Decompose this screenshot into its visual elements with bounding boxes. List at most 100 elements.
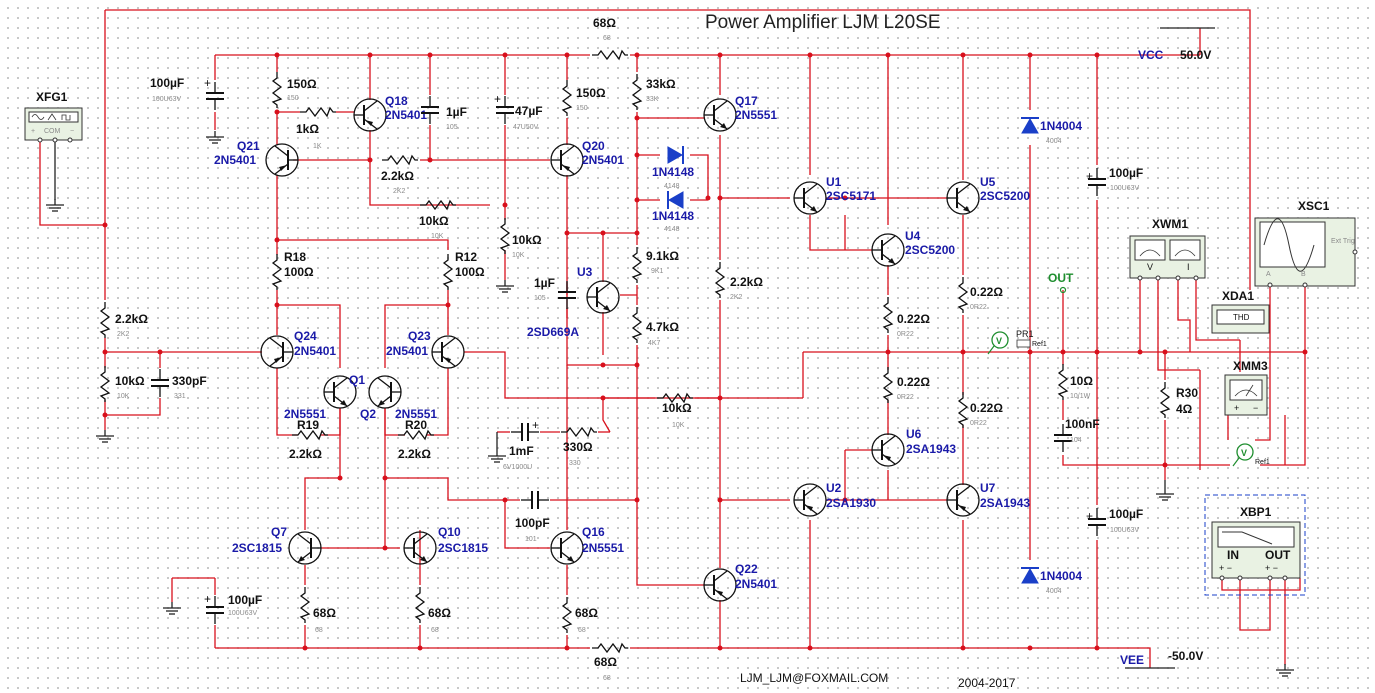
- svg-text:4148: 4148: [664, 226, 680, 233]
- svg-text:XWM1: XWM1: [1152, 217, 1188, 231]
- svg-text:1N4148: 1N4148: [652, 165, 694, 179]
- resistor-150-mid: 150Ω 150: [562, 79, 606, 117]
- svg-text:150: 150: [576, 105, 588, 112]
- svg-text:331: 331: [174, 393, 186, 400]
- svg-text:I: I: [1187, 262, 1190, 272]
- voltage-probe-ref[interactable]: V Ref1: [1232, 443, 1270, 467]
- svg-text:150Ω: 150Ω: [287, 77, 317, 91]
- multimeter-xmm3[interactable]: XMM3 + −: [1224, 359, 1268, 416]
- ground-icon: [45, 198, 65, 212]
- svg-text:100µF: 100µF: [150, 76, 184, 90]
- svg-text:+ −: + −: [1265, 563, 1278, 573]
- svg-text:−: −: [70, 128, 74, 135]
- svg-text:2.2kΩ: 2.2kΩ: [730, 275, 763, 289]
- svg-text:1N4148: 1N4148: [652, 209, 694, 223]
- svg-text:68Ω: 68Ω: [594, 655, 617, 669]
- resistor-r30-load: R30 4Ω: [1160, 381, 1198, 419]
- svg-text:Q10: Q10: [438, 525, 461, 539]
- transistor-q7: Q7 2SC1815: [232, 525, 322, 565]
- svg-text:+ −: + −: [1219, 563, 1232, 573]
- svg-text:1kΩ: 1kΩ: [296, 122, 319, 136]
- svg-text:R20: R20: [405, 418, 427, 432]
- distortion-analyzer-xda1[interactable]: XDA1 THD: [1211, 289, 1270, 334]
- transistor-q23: Q23 2N5401: [386, 329, 465, 369]
- svg-text:+: +: [494, 92, 501, 106]
- svg-text:10Ω: 10Ω: [1070, 374, 1093, 388]
- svg-text:0R22: 0R22: [897, 331, 914, 338]
- svg-text:4K7: 4K7: [648, 340, 661, 347]
- svg-text:10K: 10K: [672, 422, 685, 429]
- vcc-value: 50.0V: [1180, 48, 1211, 62]
- svg-text:10kΩ: 10kΩ: [419, 214, 449, 228]
- svg-text:33K: 33K: [646, 96, 659, 103]
- bode-plotter-xbp1[interactable]: XBP1 IN OUT + − + −: [1211, 505, 1301, 581]
- capacitor-1u-q18: 1µF 105: [420, 95, 467, 131]
- svg-text:0.22Ω: 0.22Ω: [897, 312, 930, 326]
- ground-icon: [1155, 487, 1175, 501]
- svg-text:4Ω: 4Ω: [1176, 402, 1193, 416]
- svg-text:68Ω: 68Ω: [593, 16, 616, 30]
- svg-text:IN: IN: [1227, 548, 1239, 562]
- resistor-2k2-q21: 2.2kΩ 2K2: [381, 155, 419, 195]
- svg-text:2N5551: 2N5551: [395, 407, 437, 421]
- capacitor-100n: 100nF 104: [1053, 417, 1100, 453]
- resistor-68-top: 68Ω 68: [591, 16, 629, 60]
- resistor-9k1: 9.1kΩ 9K1: [632, 246, 679, 284]
- svg-text:2SC1815: 2SC1815: [232, 541, 282, 555]
- svg-text:+: +: [31, 128, 35, 135]
- resistor-2k2-q17: 2.2kΩ 2K2: [715, 261, 763, 301]
- transistor-u3: U3 2SD669A: [527, 265, 620, 339]
- svg-text:105: 105: [534, 295, 546, 302]
- svg-text:2SC5171: 2SC5171: [826, 189, 876, 203]
- capacitor-1u-u3: 1µF 105: [534, 276, 577, 310]
- transistor-u6: U6 2SA1943: [871, 427, 956, 467]
- polarity-marks: + + + + + +: [204, 76, 1093, 606]
- resistor-330: 330Ω 330: [560, 427, 598, 467]
- svg-text:2N5401: 2N5401: [385, 108, 427, 122]
- svg-text:2N5401: 2N5401: [294, 344, 336, 358]
- resistor-0r22-u6: 0.22Ω 0R22: [883, 366, 930, 404]
- svg-text:Q23: Q23: [408, 329, 431, 343]
- resistor-10k-mid: 10kΩ 10K: [419, 200, 457, 240]
- ground-wires: [54, 140, 1166, 488]
- svg-text:Q17: Q17: [735, 94, 758, 108]
- vee-rail: VEE -50.0V: [1120, 649, 1203, 669]
- diode-1n4004-top: 1N4004 4004: [1021, 117, 1082, 145]
- footer-email: LJM_LJM@FOXMAIL.COM: [740, 671, 888, 685]
- svg-text:1N4004: 1N4004: [1040, 119, 1082, 133]
- svg-text:U5: U5: [980, 175, 996, 189]
- svg-text:10kΩ: 10kΩ: [662, 401, 692, 415]
- svg-text:0R22: 0R22: [897, 394, 914, 401]
- svg-text:0.22Ω: 0.22Ω: [970, 401, 1003, 415]
- transistors: Q18 2N5401 Q21 2N5401 Q20 2N5401 Q17 2N5…: [214, 94, 1030, 602]
- resistor-0r22-u5: 0.22Ω 0R22: [958, 276, 1003, 314]
- resistor-0r22-u4: 0.22Ω 0R22: [883, 296, 930, 338]
- svg-text:1mF: 1mF: [509, 444, 534, 458]
- svg-text:Q21: Q21: [237, 139, 260, 153]
- svg-text:OUT: OUT: [1265, 548, 1291, 562]
- svg-text:101: 101: [525, 536, 537, 543]
- svg-text:47µF: 47µF: [515, 104, 543, 118]
- voltage-probe-pr1[interactable]: V PR1 Ref1: [987, 329, 1047, 355]
- svg-text:4148: 4148: [664, 183, 680, 190]
- svg-text:+: +: [1234, 403, 1239, 413]
- svg-text:330pF: 330pF: [172, 374, 207, 388]
- wattmeter-xwm1[interactable]: XWM1 V I: [1129, 217, 1206, 281]
- svg-text:68Ω: 68Ω: [575, 606, 598, 620]
- svg-text:1N4004: 1N4004: [1040, 569, 1082, 583]
- transistor-q2: Q2 2N5551: [360, 375, 437, 421]
- svg-text:150Ω: 150Ω: [576, 86, 606, 100]
- svg-text:100nF: 100nF: [1065, 417, 1100, 431]
- svg-text:0.22Ω: 0.22Ω: [970, 285, 1003, 299]
- resistor-2k2-input: 2.2kΩ 2K2: [100, 301, 148, 339]
- oscilloscope-xsc1[interactable]: XSC1 Ext Trig A B: [1254, 199, 1358, 288]
- svg-text:100µF: 100µF: [1109, 166, 1143, 180]
- svg-text:68: 68: [315, 627, 323, 634]
- ground-icon: [162, 601, 182, 615]
- svg-text:68: 68: [603, 675, 611, 682]
- footer-years: 2004-2017: [958, 676, 1016, 690]
- function-generator-xfg1[interactable]: XFG1 COM + −: [24, 90, 83, 143]
- wiring: [39, 9, 1306, 668]
- capacitor-100u-vee: 100µF 100U63V: [1087, 507, 1143, 537]
